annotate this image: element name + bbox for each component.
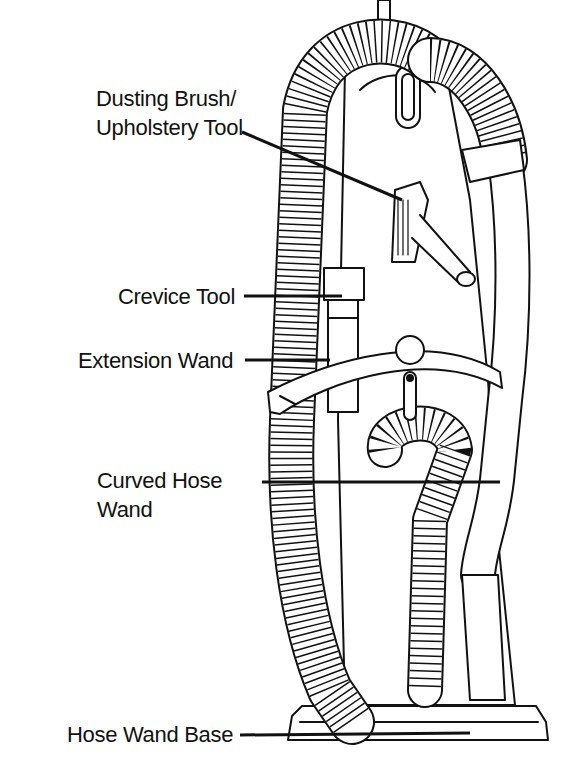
- leader-line: [245, 359, 330, 362]
- brush-bristles: [398, 200, 408, 255]
- part-label: Crevice Tool: [118, 282, 278, 311]
- part-label: Extension Wand: [78, 346, 258, 375]
- part-label: Dusting Brush/ Upholstery Tool: [96, 84, 296, 142]
- leader-line: [240, 733, 470, 735]
- wand-ring: [328, 317, 358, 319]
- handle-slot-inner: [402, 74, 414, 120]
- brush-neck-end: [457, 272, 475, 286]
- part-label: Hose Wand Base: [67, 720, 247, 749]
- extension-wand: [328, 300, 358, 412]
- inner-hose-fill: [385, 424, 455, 690]
- leader-line: [244, 295, 342, 298]
- band-clip: [280, 396, 295, 404]
- slot-pin: [407, 375, 413, 381]
- inner-hose-outline: [385, 424, 455, 690]
- leader-line: [262, 481, 500, 484]
- part-label: Curved Hose Wand: [97, 466, 237, 524]
- release-knob: [396, 336, 424, 364]
- inner-hose-ribs: [385, 424, 455, 690]
- body-slot: [404, 372, 416, 420]
- wand-grip: [462, 575, 505, 700]
- wand-cuff: [462, 140, 524, 182]
- leader-line: [242, 132, 402, 200]
